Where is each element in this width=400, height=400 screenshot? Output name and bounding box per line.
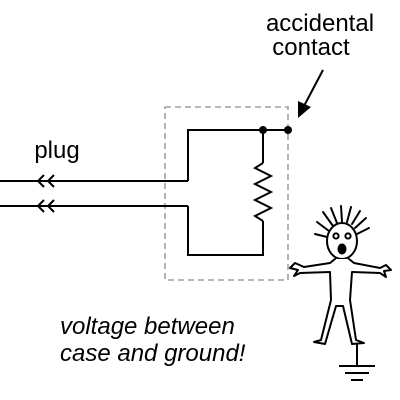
accidental-contact-label-line1: accidental <box>266 10 374 37</box>
plug-wires <box>0 174 188 213</box>
internal-circuit <box>187 129 288 256</box>
plug-prong-top-1 <box>36 174 45 188</box>
eye-left-icon <box>332 232 340 240</box>
contact-dot <box>284 126 292 134</box>
appliance-case <box>164 106 289 281</box>
shocked-person-figure <box>289 205 392 345</box>
plug-prong-bottom-2 <box>46 199 55 213</box>
body-outline <box>289 258 392 345</box>
plug-prong-bottom-1 <box>36 199 45 213</box>
caption-line2: case and ground! <box>60 340 246 367</box>
circuit-top-path <box>187 129 264 181</box>
eye-right-icon <box>344 232 352 240</box>
plug-prong-top-2 <box>46 174 55 188</box>
plug-label: plug <box>34 137 79 164</box>
circuit-bottom-path <box>187 206 264 256</box>
resistor-icon <box>252 162 274 222</box>
junction-dot <box>259 126 267 134</box>
ground-symbol-icon <box>339 344 375 381</box>
mouth-icon <box>337 243 347 255</box>
caption-line1: voltage between <box>60 313 235 340</box>
accidental-contact-label-line2: contact <box>272 34 350 61</box>
contact-arrow <box>298 69 324 118</box>
hair-icon <box>314 205 370 238</box>
